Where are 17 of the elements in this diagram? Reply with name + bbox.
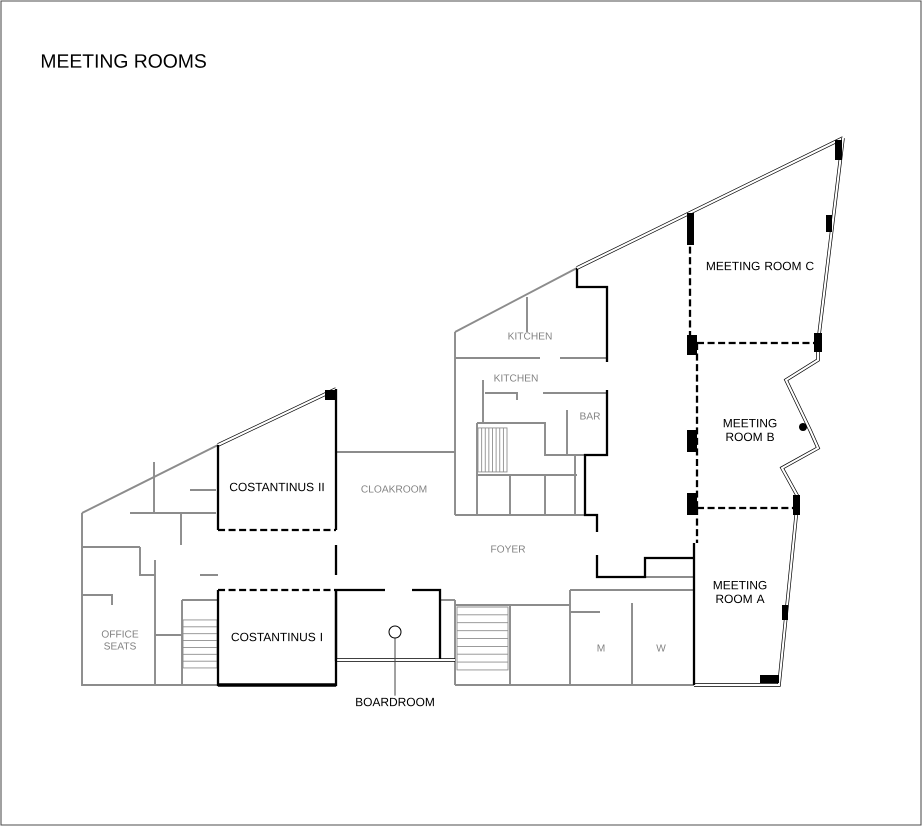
title: MEETING ROOMS: [42, 54, 206, 68]
leader-line: [394, 638, 396, 696]
meeting-room: MEETING ROOM B: [696, 343, 797, 510]
room-label: W: [656, 644, 666, 652]
room-label: FOYER: [491, 545, 526, 553]
meeting-room: MEETING ROOM C: [688, 215, 818, 344]
meeting-room: MEETING ROOM A: [692, 508, 766, 685]
room-label: OFFICE SEATS: [102, 630, 138, 650]
room-label: BAR: [580, 412, 600, 420]
room-label: KITCHEN: [508, 332, 552, 340]
room-label: KITCHEN: [494, 374, 538, 382]
table-marker: [388, 625, 402, 639]
room-label: CLOAKROOM: [361, 485, 426, 493]
room-name: BOARDROOM: [356, 698, 434, 706]
meeting-room: COSTANTINUS II: [216, 389, 338, 532]
meeting-room: COSTANTINUS I: [216, 588, 338, 686]
room-label: M: [598, 644, 604, 652]
